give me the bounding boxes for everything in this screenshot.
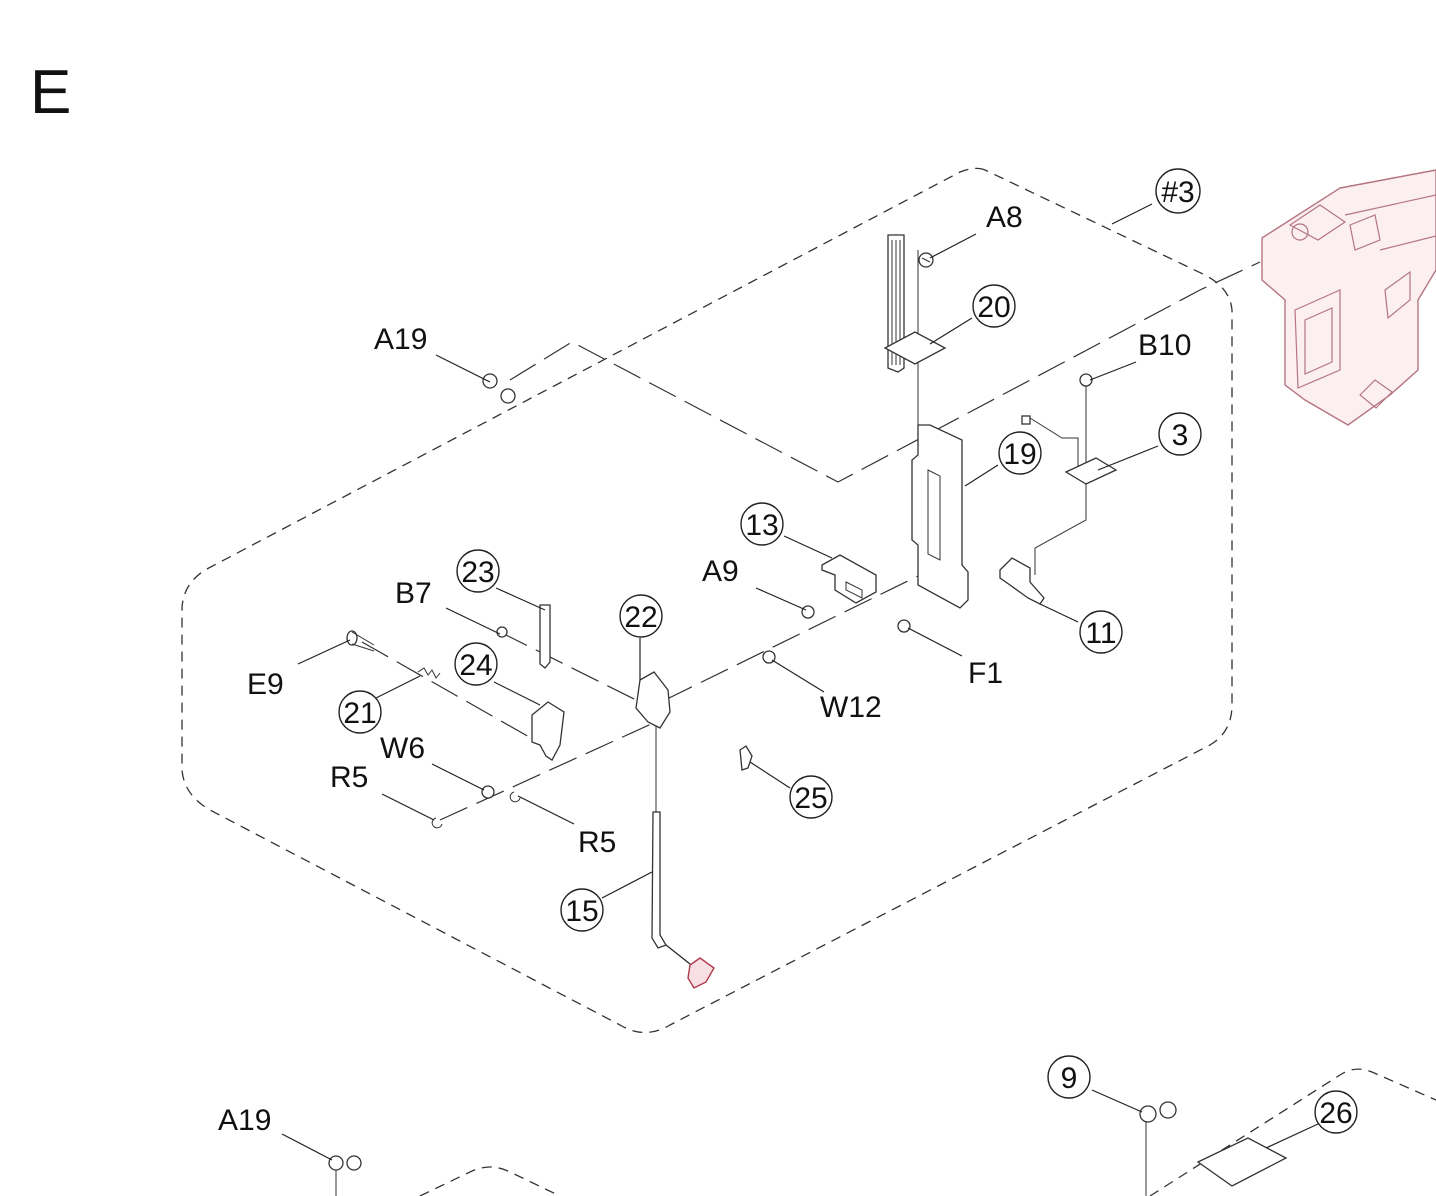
reference-line-b7 (499, 631, 661, 713)
circled-label-23: 23 (456, 549, 500, 593)
clip-r5-left (431, 817, 443, 829)
lever-23 (539, 604, 551, 669)
svg-text:21: 21 (343, 697, 376, 730)
sensor-holder-13 (821, 554, 877, 604)
circled-label-19: 19 (998, 431, 1042, 475)
screw-pair-a19-top (482, 373, 516, 404)
sensor-holder-13-window (845, 581, 863, 599)
spring-21 (417, 667, 441, 679)
reference-line-3 (1034, 478, 1087, 575)
circuit-board-20 (883, 331, 947, 365)
svg-text:#3: #3 (1161, 176, 1194, 209)
svg-text:20: 20 (977, 291, 1010, 324)
lever-15 (651, 811, 667, 949)
label-a9: A9 (702, 555, 739, 588)
label-f1: F1 (968, 657, 1003, 690)
reference-line-w12 (664, 574, 921, 701)
circled-label-3-assembly: #3 (1155, 168, 1201, 214)
assembly-boundary (181, 167, 1233, 1034)
circled-label-25: 25 (789, 775, 833, 819)
bracket-19-slot (927, 469, 941, 561)
svg-text:26: 26 (1319, 1097, 1352, 1130)
reference-line-r5 (439, 719, 661, 821)
screw-b7 (496, 626, 508, 638)
screw-b10 (1079, 373, 1093, 387)
assembly-boundary-lower-right (1149, 1068, 1436, 1196)
label-w12: W12 (820, 691, 882, 724)
svg-text:15: 15 (565, 895, 598, 928)
circled-label-20: 20 (972, 284, 1016, 328)
cover-26 (1196, 1137, 1288, 1187)
lever-15-tip (687, 957, 715, 989)
label-r5-left: R5 (330, 761, 368, 794)
svg-text:11: 11 (1085, 617, 1116, 650)
circled-label-11: 11 (1079, 610, 1123, 654)
sensor-board-3 (1021, 415, 1118, 485)
screw-pair-a19-bottom (328, 1155, 362, 1196)
assembly-boundary-lower-left (419, 1166, 561, 1196)
circled-label-21: 21 (338, 690, 382, 734)
svg-text:23: 23 (461, 556, 494, 589)
svg-text:13: 13 (745, 509, 778, 542)
label-a19-bottom: A19 (218, 1104, 271, 1137)
clip-r5-right (509, 791, 521, 803)
svg-text:25: 25 (794, 782, 827, 815)
svg-text:19: 19 (1003, 438, 1036, 471)
circled-label-13: 13 (740, 502, 784, 546)
shaft-e9 (346, 630, 375, 652)
circled-label-22: 22 (619, 594, 663, 638)
label-a19-top: A19 (374, 323, 427, 356)
label-b10: B10 (1138, 329, 1191, 362)
label-b7: B7 (395, 577, 432, 610)
reference-line-a19 (509, 261, 1261, 483)
circled-label-3: 3 (1158, 412, 1202, 456)
circled-label-26: 26 (1314, 1090, 1358, 1134)
reference-line-e9 (361, 641, 539, 743)
section-letter: E (30, 58, 72, 127)
washer-w6 (481, 785, 495, 799)
plate-24 (531, 701, 565, 761)
label-a8: A8 (986, 201, 1023, 234)
label-e9: E9 (247, 668, 284, 701)
svg-text:3: 3 (1172, 419, 1189, 452)
strip-25 (739, 745, 753, 771)
screw-a9 (801, 605, 815, 619)
leader-lines (281, 203, 1319, 1161)
svg-text:22: 22 (624, 601, 657, 634)
label-w6: W6 (380, 732, 425, 765)
main-frame-part (1261, 169, 1436, 426)
label-r5-right: R5 (578, 826, 616, 859)
screw-a8 (918, 252, 934, 268)
bracket-11 (999, 557, 1045, 605)
circled-label-15: 15 (560, 888, 604, 932)
circled-label-9: 9 (1047, 1055, 1091, 1099)
svg-text:9: 9 (1061, 1062, 1078, 1095)
hinge-22 (635, 671, 671, 729)
screw-f1 (897, 619, 911, 633)
screw-pair-9 (1139, 1101, 1177, 1196)
svg-text:24: 24 (459, 649, 492, 682)
circled-label-24: 24 (454, 642, 498, 686)
